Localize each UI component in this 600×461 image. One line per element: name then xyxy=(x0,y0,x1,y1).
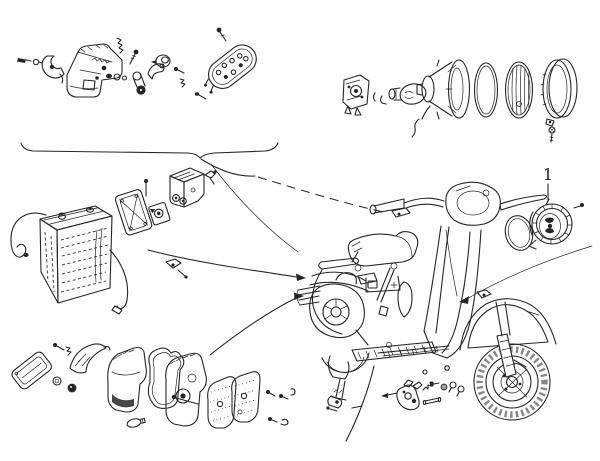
nut-icon xyxy=(67,383,77,393)
horn-with-gasket-exploded: 1 xyxy=(459,165,593,304)
headlamp-bucket-rear xyxy=(445,181,501,226)
cable-clip xyxy=(165,258,188,279)
headlamp-wire xyxy=(411,118,420,138)
lamp-visor xyxy=(69,343,111,374)
light-switch-on-handlebar xyxy=(391,207,411,218)
terminal-plate-screw xyxy=(216,27,227,42)
contact-plate xyxy=(148,201,171,226)
screw-icon xyxy=(266,390,276,397)
headlamp-bulb-icon xyxy=(388,83,427,105)
switch-link-rod xyxy=(132,71,146,95)
screw-and-spring xyxy=(53,343,72,356)
engine xyxy=(296,267,395,348)
horncast-bracket xyxy=(476,289,492,299)
washer-set xyxy=(106,73,128,81)
terminal-plate xyxy=(204,44,257,94)
front-fender xyxy=(459,298,557,351)
c-ring-icon xyxy=(448,381,457,393)
brake-light-switch xyxy=(396,379,423,411)
switch-housing xyxy=(66,43,123,98)
leader-line xyxy=(147,249,298,278)
cable-clamp xyxy=(326,388,343,412)
brake-lever xyxy=(499,194,548,211)
screw-icon xyxy=(194,92,207,100)
spring-icon xyxy=(422,381,434,391)
front-wheel xyxy=(473,343,551,421)
front-fork xyxy=(495,301,527,378)
group-brace xyxy=(20,142,279,159)
spring-icon xyxy=(116,37,124,54)
callout-1: 1 xyxy=(543,165,553,202)
washer-icon xyxy=(422,369,428,375)
clip-icon xyxy=(290,388,296,396)
backing-plate xyxy=(207,376,237,429)
frame-rear xyxy=(309,269,413,335)
clip-icon xyxy=(280,418,289,426)
screw-icon xyxy=(381,392,398,398)
arrowhead-icon xyxy=(294,292,304,300)
screw-icon xyxy=(17,58,32,63)
gasket-ring xyxy=(473,62,499,118)
screw-icon xyxy=(548,126,556,143)
washer-icon xyxy=(32,58,43,66)
horn xyxy=(528,198,573,250)
switch-lever-bracket xyxy=(41,55,65,84)
screw-icon xyxy=(279,394,289,400)
legshield xyxy=(377,225,482,359)
brake-light-switch-parts xyxy=(326,365,465,442)
screw-icon xyxy=(573,203,584,209)
scooter-side-view xyxy=(296,181,557,421)
battery xyxy=(39,205,113,304)
rim-clip xyxy=(545,118,555,127)
bulb-holder xyxy=(342,74,370,116)
arrowhead-icon xyxy=(296,273,306,281)
bolt-icon xyxy=(430,381,440,387)
leader-line xyxy=(464,245,593,301)
arrowhead-icon xyxy=(459,296,469,304)
headlamp-rim xyxy=(540,58,578,119)
reflector xyxy=(416,59,471,120)
battery-and-regulator-exploded xyxy=(10,163,306,356)
washer-icon xyxy=(52,376,62,386)
lamp-housing-rear xyxy=(165,352,207,427)
lamp-housing-front xyxy=(107,346,147,413)
handlebar-light-switch-exploded xyxy=(17,27,257,100)
handlebar xyxy=(369,194,548,218)
backing-plate xyxy=(231,371,261,423)
callout-1-label: 1 xyxy=(543,165,553,184)
pin-icon xyxy=(422,396,442,406)
screw-icon xyxy=(174,67,185,74)
saddle-seat xyxy=(347,230,419,272)
spring-icon xyxy=(179,78,186,88)
battery-cable xyxy=(10,212,129,315)
leader-line xyxy=(209,297,297,356)
leader-line-switch-to-handlebar xyxy=(200,158,389,214)
leader-line xyxy=(345,365,375,442)
bulb-icon xyxy=(126,417,146,428)
screw-icon xyxy=(268,417,278,423)
washer-icon xyxy=(444,365,450,371)
regulator-gasket-frame xyxy=(114,189,153,236)
lamp-gasket xyxy=(147,347,185,409)
mounting-pin xyxy=(144,179,148,197)
floor-channel-muffler xyxy=(351,341,437,362)
rear-rack xyxy=(318,251,360,270)
c-ring-icon xyxy=(456,385,465,397)
headlamp-exploded xyxy=(342,58,578,143)
switch-crank xyxy=(147,63,165,80)
headlamp-lens xyxy=(504,61,534,119)
tail-lamp-exploded xyxy=(11,343,296,429)
horn-gasket-ring xyxy=(504,215,534,251)
washer-icon xyxy=(440,383,448,391)
regulator-box xyxy=(169,167,217,208)
knob-cap xyxy=(151,54,171,68)
bulb-clip xyxy=(372,92,387,105)
tail-lamp-lens xyxy=(11,351,52,390)
screw-icon xyxy=(129,49,139,65)
leader-line xyxy=(210,163,299,253)
